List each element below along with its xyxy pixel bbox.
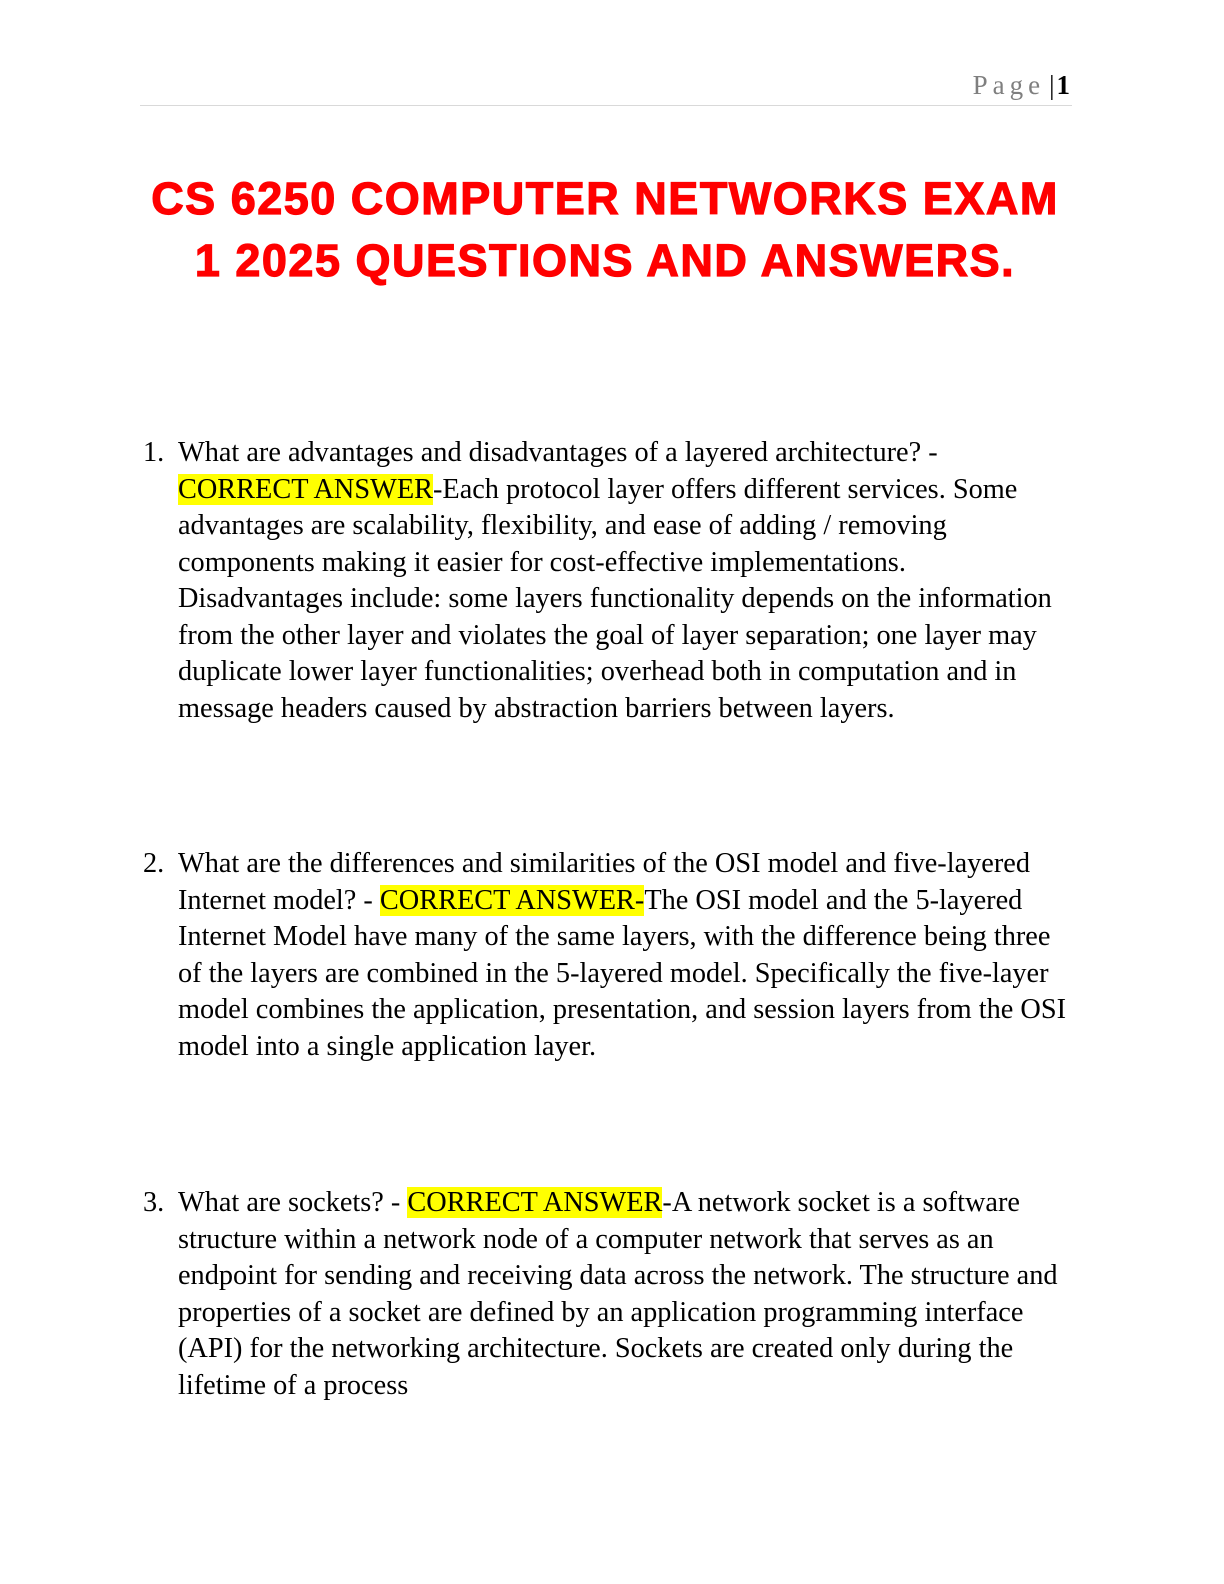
question-text: What are the differences and similaritie…: [178, 848, 1030, 916]
document-title: CS 6250 COMPUTER NETWORKS EXAM 1 2025 QU…: [151, 172, 1059, 286]
page-header: Page|1: [140, 68, 1072, 106]
page-label: Page: [972, 70, 1046, 100]
question-item-1: 1. What are advantages and disadvantages…: [143, 435, 1073, 727]
item-number: 3.: [143, 1187, 165, 1218]
question-item-2: 2. What are the differences and similari…: [143, 846, 1073, 1065]
answer-text: The OSI model and the 5-layered Internet…: [178, 884, 1066, 1062]
page-separator: |: [1049, 70, 1055, 100]
question-text: What are sockets? -: [178, 1187, 408, 1218]
page-number: 1: [1056, 70, 1071, 100]
item-number: 2.: [143, 848, 165, 879]
answer-text: -A network socket is a software structur…: [178, 1187, 1058, 1401]
correct-answer-label: CORRECT ANSWER: [178, 473, 433, 505]
answer-text: -Each protocol layer offers different se…: [178, 473, 1052, 724]
question-item-3: 3. What are sockets? - CORRECT ANSWER-A …: [143, 1185, 1073, 1404]
page-number-indicator: Page|1: [973, 70, 1070, 101]
question-text: What are advantages and disadvantages of…: [178, 437, 938, 468]
correct-answer-label: CORRECT ANSWER: [407, 1187, 663, 1218]
item-number: 1.: [143, 437, 165, 468]
correct-answer-label: CORRECT ANSWER-: [379, 884, 645, 916]
